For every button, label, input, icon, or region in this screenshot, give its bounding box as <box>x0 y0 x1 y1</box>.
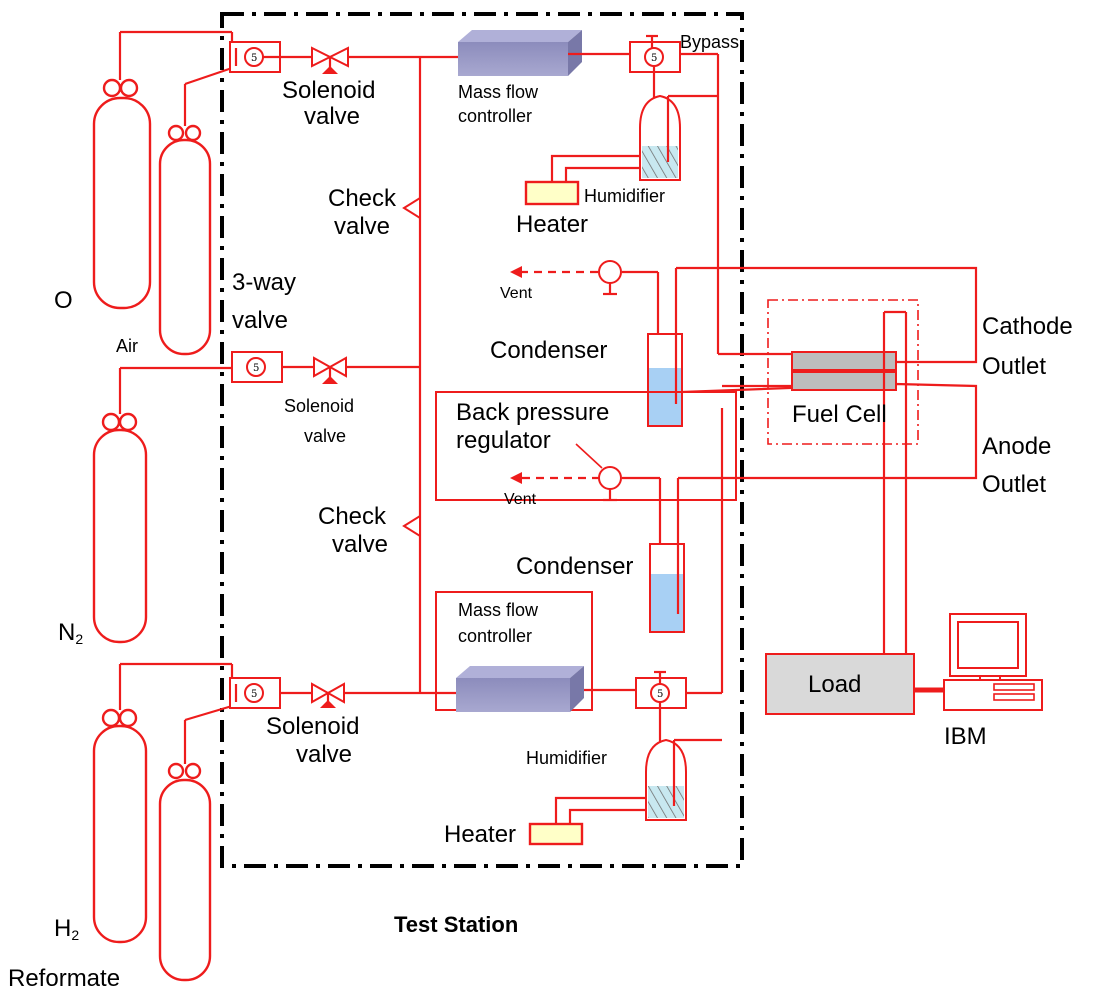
mass-flow-controller-top <box>420 30 630 76</box>
heater-top <box>524 154 640 206</box>
bpr-label-2: regulator <box>456 427 551 454</box>
test-station-boundary <box>220 12 744 868</box>
mass-flow-controller-bottom <box>435 591 636 712</box>
solenoid-valve-top <box>280 46 420 74</box>
vent-top-label: Vent <box>500 285 533 302</box>
n2-cylinder <box>92 366 236 644</box>
check-bottom-label-2: valve <box>332 531 388 558</box>
computer-label: IBM <box>944 723 987 750</box>
three-way-label-2: valve <box>232 307 288 334</box>
check-valve-top <box>402 196 421 220</box>
solenoid-mid-label-2: valve <box>304 426 346 446</box>
back-pressure-regulator-top <box>510 260 658 296</box>
o2-cylinder <box>92 30 232 310</box>
three-way-valve-bottom: 5 <box>229 677 281 709</box>
three-way-label-1: 3-way <box>232 269 296 296</box>
humidifier-top-label: Humidifier <box>584 186 665 206</box>
check-valve-bottom <box>402 514 421 538</box>
svg-text:5: 5 <box>251 53 257 64</box>
humidifier-top <box>639 66 718 181</box>
air-label: Air <box>116 336 138 356</box>
condenser-bottom-label: Condenser <box>516 553 633 580</box>
o2-label: O <box>54 287 73 314</box>
solenoid-mid-label-1: Solenoid <box>284 396 354 416</box>
mfc-top-label-1: Mass flow <box>458 82 539 102</box>
check-top-label-1: Check <box>328 185 397 212</box>
heater-top-label: Heater <box>516 211 588 238</box>
check-top-label-2: valve <box>334 213 390 240</box>
fuel-cell-label: Fuel Cell <box>792 401 887 428</box>
air-cylinder <box>158 66 233 356</box>
bypass-label: Bypass <box>680 32 739 52</box>
three-way-valve-top: 5 <box>229 41 281 73</box>
check-bottom-label-1: Check <box>318 503 387 530</box>
heater-bottom <box>528 796 646 846</box>
reformate-cylinder <box>158 704 233 982</box>
solenoid-top-label-1: Solenoid <box>282 77 375 104</box>
test-station-label: Test Station <box>394 912 518 937</box>
reformate-label: Reformate <box>8 965 120 992</box>
anode-outlet-label-2: Outlet <box>982 471 1046 498</box>
mfc-bottom-label-1: Mass flow <box>458 600 539 620</box>
heater-bottom-label: Heater <box>444 821 516 848</box>
svg-text:5: 5 <box>251 689 257 700</box>
h2-cylinder <box>92 662 232 944</box>
bpr-panel <box>435 391 737 501</box>
solenoid-top-label-2: valve <box>304 103 360 130</box>
bpr-label-1: Back pressure <box>456 399 609 426</box>
computer-icon <box>943 613 1043 711</box>
solenoid-bottom-label-2: valve <box>296 741 352 768</box>
condenser-top <box>647 268 683 427</box>
h2-label: H2 <box>54 915 79 943</box>
fuel-cell <box>767 299 919 654</box>
svg-text:5: 5 <box>657 689 663 700</box>
load-box <box>765 653 915 715</box>
solenoid-bottom-label-1: Solenoid <box>266 713 359 740</box>
anode-outlet-label-1: Anode <box>982 433 1051 460</box>
condenser-top-label: Condenser <box>490 337 607 364</box>
mfc-top-label-2: controller <box>458 106 532 126</box>
cathode-outlet-line <box>676 266 978 364</box>
svg-text:5: 5 <box>253 363 259 374</box>
three-way-valve-mid: 5 <box>231 351 283 383</box>
cathode-outlet-label-2: Outlet <box>982 353 1046 380</box>
humidifier-bottom <box>645 702 722 821</box>
humidifier-bottom-label: Humidifier <box>526 748 607 768</box>
solenoid-valve-bottom <box>280 682 460 708</box>
cathode-outlet-label-1: Cathode <box>982 313 1073 340</box>
load-label: Load <box>808 671 861 698</box>
svg-text:5: 5 <box>651 53 657 64</box>
solenoid-valve-mid <box>282 356 420 384</box>
mfc-bottom-label-2: controller <box>458 626 532 646</box>
n2-label: N2 <box>58 619 83 647</box>
vent-bottom-label: Vent <box>504 491 537 508</box>
condenser-bottom <box>649 478 685 633</box>
